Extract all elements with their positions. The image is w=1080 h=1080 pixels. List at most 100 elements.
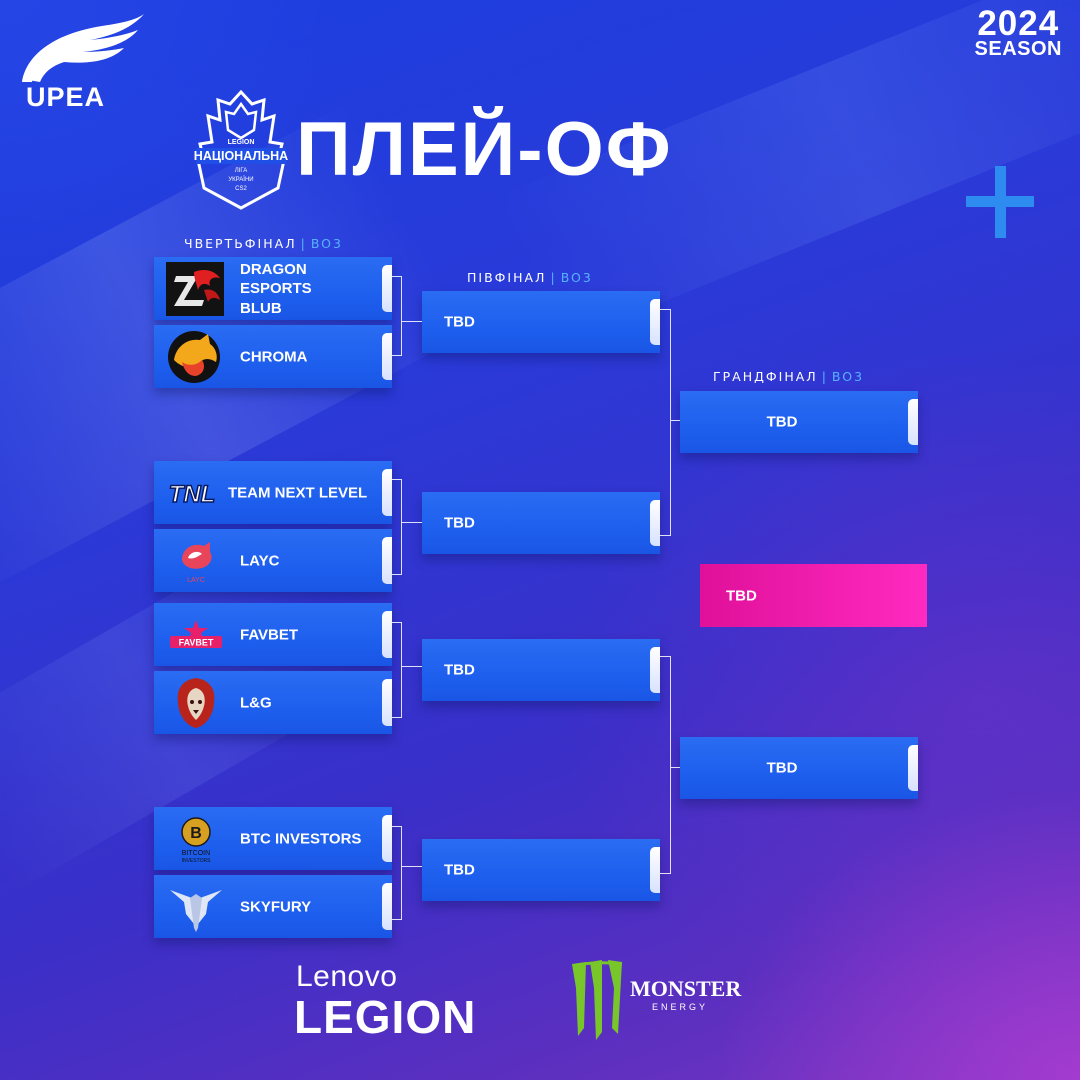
semifinal-label-text: ПІВФІНАЛ — [467, 270, 547, 285]
card-tab — [382, 333, 392, 380]
quarterfinal-format: BO3 — [310, 236, 343, 251]
energy-text: ENERGY — [652, 1002, 708, 1012]
team-name: CHROMA — [240, 347, 308, 365]
chroma-logo-icon — [168, 330, 220, 383]
bracket-connector — [392, 826, 402, 920]
team-name-line2: ESPORTS — [240, 279, 312, 297]
card-tab — [650, 647, 660, 693]
bracket-connector — [402, 321, 422, 322]
grandfinal-slot-2[interactable]: TBD — [680, 737, 918, 799]
quarterfinal-label: ЧВЕРТЬФІНАЛ|BO3 — [184, 236, 343, 251]
team-name: L&G — [240, 693, 272, 711]
team-card-skyfury[interactable]: SKYFURY — [154, 875, 392, 938]
plus-icon — [966, 166, 1034, 238]
team-card-lg[interactable]: L&G — [154, 671, 392, 734]
national-league-badge: LEGION НАЦІОНАЛЬНА ЛІГА УКРАЇНИ CS2 — [194, 90, 288, 210]
skyfury-logo-icon — [170, 889, 222, 932]
semifinal-slot-3[interactable]: TBD — [422, 639, 660, 701]
team-card-favbet[interactable]: FAVBET FAVBET — [154, 603, 392, 666]
layc-logo-icon: LAYC — [182, 541, 212, 584]
bitcoin-investors-logo-icon: B BITCOIN INVESTORS — [181, 816, 211, 864]
grandfinal-format: BO3 — [831, 369, 865, 384]
bracket-connector — [660, 309, 671, 536]
team-name: FAVBET — [240, 625, 299, 643]
favbet-logo-text: FAVBET — [179, 637, 214, 647]
bracket-connector — [402, 666, 422, 667]
separator: | — [300, 236, 307, 251]
slot-label: TBD — [444, 861, 475, 879]
season-word: SEASON — [974, 38, 1062, 60]
card-tab — [908, 399, 918, 445]
badge-line2: НАЦІОНАЛЬНА — [194, 149, 288, 163]
team-name: TEAM NEXT LEVEL — [228, 483, 368, 501]
bracket-connector — [402, 866, 422, 867]
upea-text: UPEA — [26, 82, 106, 112]
season-label: 2024 SEASON — [975, 6, 1062, 59]
card-tab — [382, 265, 392, 312]
semifinal-slot-4[interactable]: TBD — [422, 839, 660, 901]
team-card-dragon-esports[interactable]: DRAGON ESPORTS BLUB — [154, 257, 392, 320]
card-tab — [382, 537, 392, 584]
lion-logo-icon — [177, 677, 215, 728]
season-year: 2024 — [977, 4, 1060, 43]
slot-label: TBD — [444, 661, 475, 679]
bracket-connector — [392, 622, 402, 718]
slot-label: TBD — [444, 514, 475, 532]
card-tab — [650, 299, 660, 345]
bracket-connector — [402, 522, 422, 523]
bracket-connector — [392, 276, 402, 356]
layc-logo-text: LAYC — [187, 577, 205, 584]
team-name-line1: DRAGON — [240, 260, 307, 278]
upea-wing-icon — [22, 14, 144, 82]
team-name: LAYC — [240, 551, 280, 569]
team-card-team-next-level[interactable]: TNL TEAM NEXT LEVEL — [154, 461, 392, 524]
slot-label: TBD — [766, 759, 798, 777]
bracket-connector — [660, 656, 671, 874]
slot-label: TBD — [726, 587, 757, 604]
grandfinal-label-text: ГРАНДФІНАЛ — [713, 369, 818, 384]
legion-logo: LEGION — [294, 991, 477, 1043]
page-title: ПЛЕЙ-ОФ — [296, 107, 673, 192]
bracket-connector — [671, 767, 680, 768]
third-place-slot[interactable]: TBD — [700, 564, 927, 627]
bracket-connector — [392, 479, 402, 575]
card-tab — [650, 500, 660, 546]
quarterfinal-label-text: ЧВЕРТЬФІНАЛ — [184, 236, 297, 251]
slot-label: TBD — [444, 313, 475, 331]
badge-line5: CS2 — [235, 186, 247, 192]
badge-line1: LEGION — [228, 139, 255, 146]
card-tab — [382, 679, 392, 726]
separator: | — [550, 270, 557, 285]
monster-energy-logo: MONSTER ENERGY — [572, 960, 742, 1040]
grandfinal-slot-1[interactable]: TBD — [680, 391, 918, 453]
bracket-connector — [671, 420, 680, 421]
team-card-layc[interactable]: LAYC LAYC — [154, 529, 392, 592]
badge-line4: УКРАЇНИ — [228, 176, 253, 183]
monster-text: MONSTER — [630, 976, 742, 1001]
btc-logo-sub2: INVESTORS — [182, 858, 211, 864]
dragon-esports-logo-icon — [166, 261, 224, 316]
card-tab — [382, 883, 392, 930]
team-card-btc-investors[interactable]: B BITCOIN INVESTORS BTC INVESTORS — [154, 807, 392, 870]
grandfinal-label: ГРАНДФІНАЛ|BO3 — [713, 369, 864, 384]
card-tab — [382, 469, 392, 516]
btc-logo-sub1: BITCOIN — [182, 850, 210, 857]
separator: | — [821, 369, 828, 384]
slot-label: TBD — [766, 413, 798, 431]
card-tab — [382, 611, 392, 658]
tnl-logo-text: TNL — [169, 481, 216, 508]
favbet-logo-icon: FAVBET — [170, 619, 222, 648]
card-tab — [382, 815, 392, 862]
team-card-chroma[interactable]: CHROMA — [154, 325, 392, 388]
lenovo-logo: Lenovo — [296, 960, 398, 993]
semifinal-format: BO3 — [560, 270, 593, 285]
team-name-line3: BLUB — [240, 299, 282, 317]
btc-logo-letter: B — [190, 825, 202, 842]
semifinal-slot-1[interactable]: TBD — [422, 291, 660, 353]
team-name: SKYFURY — [240, 897, 312, 915]
semifinal-label: ПІВФІНАЛ|BO3 — [467, 270, 593, 285]
team-name: BTC INVESTORS — [240, 829, 362, 847]
team-name: DRAGON ESPORTS BLUB — [240, 259, 312, 318]
semifinal-slot-2[interactable]: TBD — [422, 492, 660, 554]
card-tab — [650, 847, 660, 893]
